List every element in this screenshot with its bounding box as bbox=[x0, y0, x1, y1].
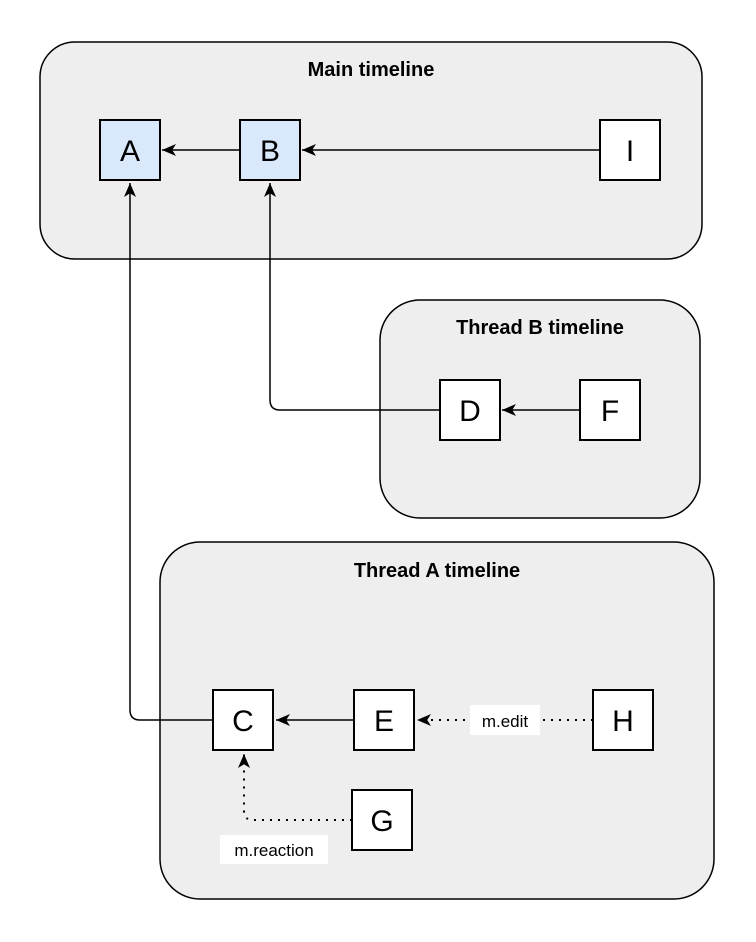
node-i-box bbox=[599, 119, 661, 181]
node-a-box bbox=[99, 119, 161, 181]
node-e: E bbox=[353, 689, 415, 751]
node-c-label: C bbox=[232, 705, 254, 738]
edge-label-m-edit-text: m.edit bbox=[482, 712, 529, 731]
node-d: D bbox=[439, 379, 501, 441]
node-a: A bbox=[99, 119, 161, 181]
node-c: C bbox=[212, 689, 274, 751]
edge-g-to-c-dotted bbox=[238, 754, 352, 821]
container-thread-b-timeline-box bbox=[379, 299, 701, 519]
node-g-box bbox=[351, 789, 413, 851]
container-main-timeline-title: Main timeline bbox=[308, 59, 435, 81]
node-d-label: D bbox=[459, 395, 481, 428]
node-g: G bbox=[351, 789, 413, 851]
node-e-box bbox=[353, 689, 415, 751]
node-b: B bbox=[239, 119, 301, 181]
node-b-box bbox=[239, 119, 301, 181]
node-e-label: E bbox=[374, 705, 394, 738]
container-thread-b-timeline-title: Thread B timeline bbox=[456, 317, 624, 339]
node-d-box bbox=[439, 379, 501, 441]
edge-d-to-b bbox=[264, 183, 440, 411]
edge-label-m-edit-bg bbox=[470, 705, 540, 735]
node-h-label: H bbox=[612, 705, 634, 738]
edge-c-to-a bbox=[124, 183, 213, 721]
node-c-box bbox=[212, 689, 274, 751]
container-thread-b-timeline: Thread B timeline bbox=[379, 299, 701, 519]
edge-label-m-reaction-bg bbox=[220, 835, 328, 864]
container-thread-a-timeline: Thread A timeline bbox=[159, 541, 715, 900]
container-thread-a-timeline-title: Thread A timeline bbox=[354, 560, 520, 582]
edge-label-m-reaction-text: m.reaction bbox=[234, 841, 313, 860]
node-f-box bbox=[579, 379, 641, 441]
node-b-label: B bbox=[260, 135, 280, 168]
node-h: H bbox=[592, 689, 654, 751]
node-g-label: G bbox=[370, 805, 393, 838]
edge-label-m-edit: m.edit bbox=[470, 705, 540, 735]
edge-label-m-reaction: m.reaction bbox=[220, 835, 328, 864]
node-f: F bbox=[579, 379, 641, 441]
node-a-label: A bbox=[120, 135, 140, 168]
node-h-box bbox=[592, 689, 654, 751]
node-f-label: F bbox=[601, 395, 619, 428]
node-i-label: I bbox=[626, 135, 634, 168]
node-i: I bbox=[599, 119, 661, 181]
